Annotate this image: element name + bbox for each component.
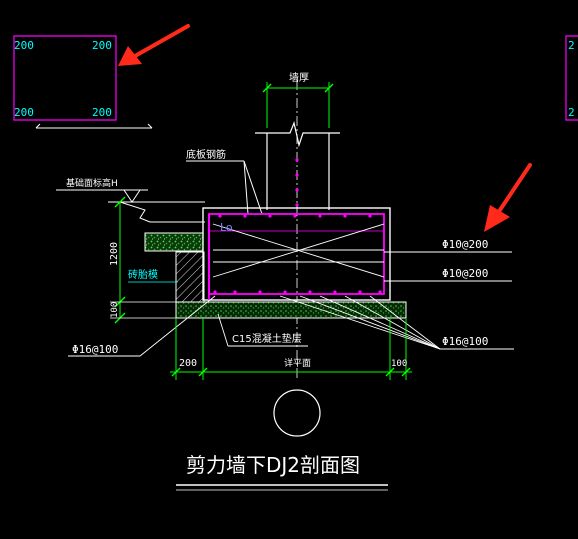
cushion-label: C15混凝土垫层	[232, 332, 302, 345]
dim-wall-thickness: 墙厚	[262, 71, 334, 128]
detail-left-tr: 200	[92, 39, 112, 52]
dim-plan-label: 详平面	[284, 357, 311, 369]
detail-left-br: 200	[92, 106, 112, 119]
brick-mold-label: 砖胎模	[128, 268, 158, 281]
dim-horizontal-bottom: 200 详平面 100	[170, 318, 412, 380]
rebar-mid-label: Φ10@200	[442, 267, 488, 280]
detail-left-tl: 200	[14, 39, 34, 52]
detail-right-2: 2	[568, 106, 575, 119]
red-arrow-top	[118, 24, 190, 66]
drawing-title: 剪力墙下DJ2剖面图	[176, 453, 388, 491]
side-backfill	[119, 201, 205, 303]
rebar-bottom-right-label: Φ16@100	[442, 335, 488, 348]
detail-left-bl: 200	[14, 106, 34, 119]
footing-body: Lo	[202, 207, 391, 301]
dim-height-100: 100	[110, 302, 120, 318]
detail-box-right: 2 2	[565, 35, 578, 121]
title-text: 剪力墙下DJ2剖面图	[186, 453, 360, 477]
foundation-top-elev: 基础面标高H	[56, 177, 205, 203]
foundation-top-elev-label: 基础面标高H	[66, 177, 118, 189]
lo-label: Lo	[220, 221, 233, 234]
rebar-callout-left: Φ16@100 C15混凝土垫层	[68, 295, 308, 357]
rebar-callouts-right: Φ10@200 Φ10@200 Φ16@100	[279, 238, 514, 350]
rebar-bottom-left-label: Φ16@100	[72, 343, 118, 356]
bottom-rebar-leader: 底板钢筋	[186, 148, 263, 215]
concrete-cushion	[175, 301, 407, 319]
wall-thickness-label: 墙厚	[289, 71, 309, 84]
red-arrow-right	[484, 163, 532, 232]
bottom-rebar-label: 底板钢筋	[186, 148, 226, 161]
dim-left-label: 200	[179, 358, 197, 369]
rebar-top-label: Φ10@200	[442, 238, 488, 251]
axis-bubble	[273, 389, 321, 437]
wall-stub	[255, 80, 340, 380]
detail-right-1: 2	[568, 39, 575, 52]
detail-box-left: 200 200 200 200	[13, 35, 153, 129]
dim-height-1200: 1200	[109, 242, 120, 266]
dim-vertical-left: 1200 100 砖胎模	[109, 196, 178, 324]
dim-right-label: 100	[391, 359, 407, 369]
